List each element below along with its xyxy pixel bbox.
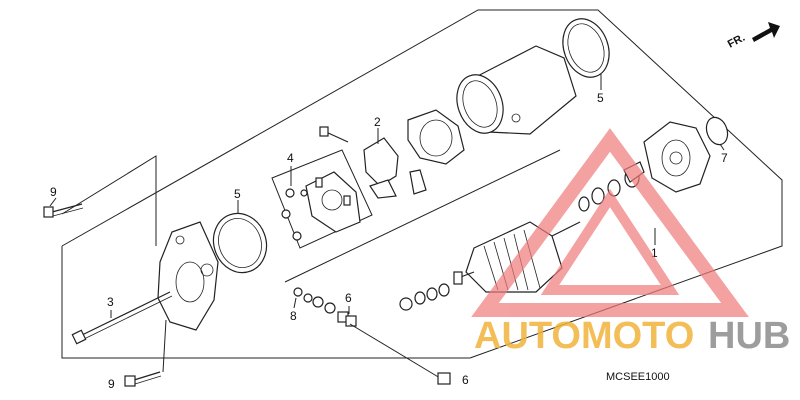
callout-5-right: 5 xyxy=(597,91,604,105)
armature-washers xyxy=(399,283,450,311)
callout-6-upper: 6 xyxy=(345,291,352,305)
callout-3: 3 xyxy=(107,295,114,309)
direction-label: FR. xyxy=(726,32,747,51)
rear-cover xyxy=(157,221,219,331)
callout-7: 7 xyxy=(721,151,728,165)
brush-plate xyxy=(363,137,427,199)
watermark-text-automoto: AUTOMOTO xyxy=(474,315,694,357)
front-cover xyxy=(643,121,711,193)
nut-lower xyxy=(437,372,451,385)
terminal-hardware xyxy=(293,287,357,327)
o-ring-left xyxy=(212,212,268,274)
forward-arrow-icon xyxy=(752,22,780,42)
callout-8: 8 xyxy=(290,309,297,323)
watermark-text-hub: HUB xyxy=(708,315,790,357)
diagram-code: MCSEE1000 xyxy=(606,371,670,383)
watermark-logo xyxy=(471,128,749,317)
bolt-lower xyxy=(124,371,162,387)
callout-2: 2 xyxy=(374,115,381,129)
o-ring-right xyxy=(562,18,610,78)
o-ring-small xyxy=(705,116,729,146)
callout-6-lower: 6 xyxy=(462,373,469,387)
bolt-upper xyxy=(43,203,84,218)
callout-9-lower: 9 xyxy=(108,377,115,391)
callout-1: 1 xyxy=(651,246,658,260)
callout-4: 4 xyxy=(287,151,294,165)
callout-9-upper: 9 xyxy=(50,185,57,199)
callout-5-left: 5 xyxy=(234,187,241,201)
leader-lines xyxy=(49,74,725,318)
motor-yoke xyxy=(456,45,577,135)
brush-insulator xyxy=(407,109,465,165)
brush-holder xyxy=(281,171,361,241)
terminal-bolt xyxy=(319,126,349,143)
brush-holder-box xyxy=(271,149,373,249)
through-bolt xyxy=(71,291,173,345)
assembly-outline xyxy=(61,9,783,359)
